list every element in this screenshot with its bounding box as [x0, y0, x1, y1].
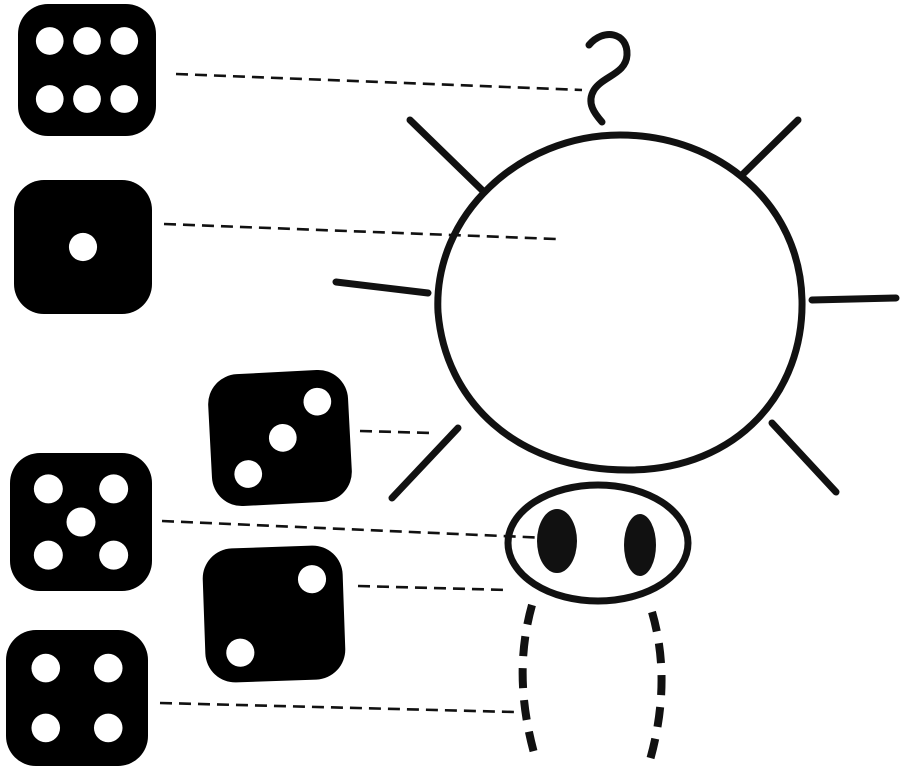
die-three — [207, 368, 354, 507]
die-four — [6, 630, 148, 766]
ray-lower-right — [772, 423, 836, 492]
leader-line-two-to-snout — [358, 586, 508, 590]
head-circle — [438, 135, 802, 470]
leader-line-five-to-eye — [162, 521, 548, 538]
nostril-left — [537, 509, 577, 573]
die-pip — [31, 654, 60, 683]
die-pip — [67, 508, 96, 537]
snout-oval — [508, 485, 688, 601]
die-two — [202, 545, 347, 684]
die-pip — [94, 654, 123, 683]
tail-squiggle — [589, 35, 627, 122]
die-pip — [34, 474, 63, 503]
ray-left — [336, 282, 428, 293]
ray-upper-right — [741, 120, 798, 176]
nostril-right — [624, 514, 656, 576]
leg-left — [523, 605, 536, 760]
die-pip — [34, 541, 63, 570]
die-pip — [99, 474, 128, 503]
figure — [336, 35, 896, 760]
die-body — [6, 630, 148, 766]
leader-line-three-to-ray — [360, 431, 432, 433]
die-pip — [36, 27, 64, 55]
ray-right — [812, 298, 896, 300]
die-one — [14, 180, 152, 314]
die-pip — [110, 27, 138, 55]
ray-upper-left — [410, 120, 482, 190]
die-body — [202, 545, 347, 684]
die-pip — [110, 85, 138, 113]
die-pip — [31, 714, 60, 743]
leader-line-six-to-tail — [176, 74, 582, 90]
die-five — [10, 453, 152, 591]
ray-lower-left — [392, 428, 458, 498]
die-pip — [99, 541, 128, 570]
leader-line-four-to-legs — [160, 703, 514, 712]
die-pip — [94, 714, 123, 743]
die-pip — [73, 85, 101, 113]
leader-line-one-to-head — [164, 224, 556, 239]
leg-right — [650, 612, 662, 760]
die-six — [18, 4, 156, 136]
die-pip — [73, 27, 101, 55]
die-body — [18, 4, 156, 136]
die-pip — [36, 85, 64, 113]
dice-legend — [6, 4, 353, 766]
die-pip — [69, 233, 97, 261]
